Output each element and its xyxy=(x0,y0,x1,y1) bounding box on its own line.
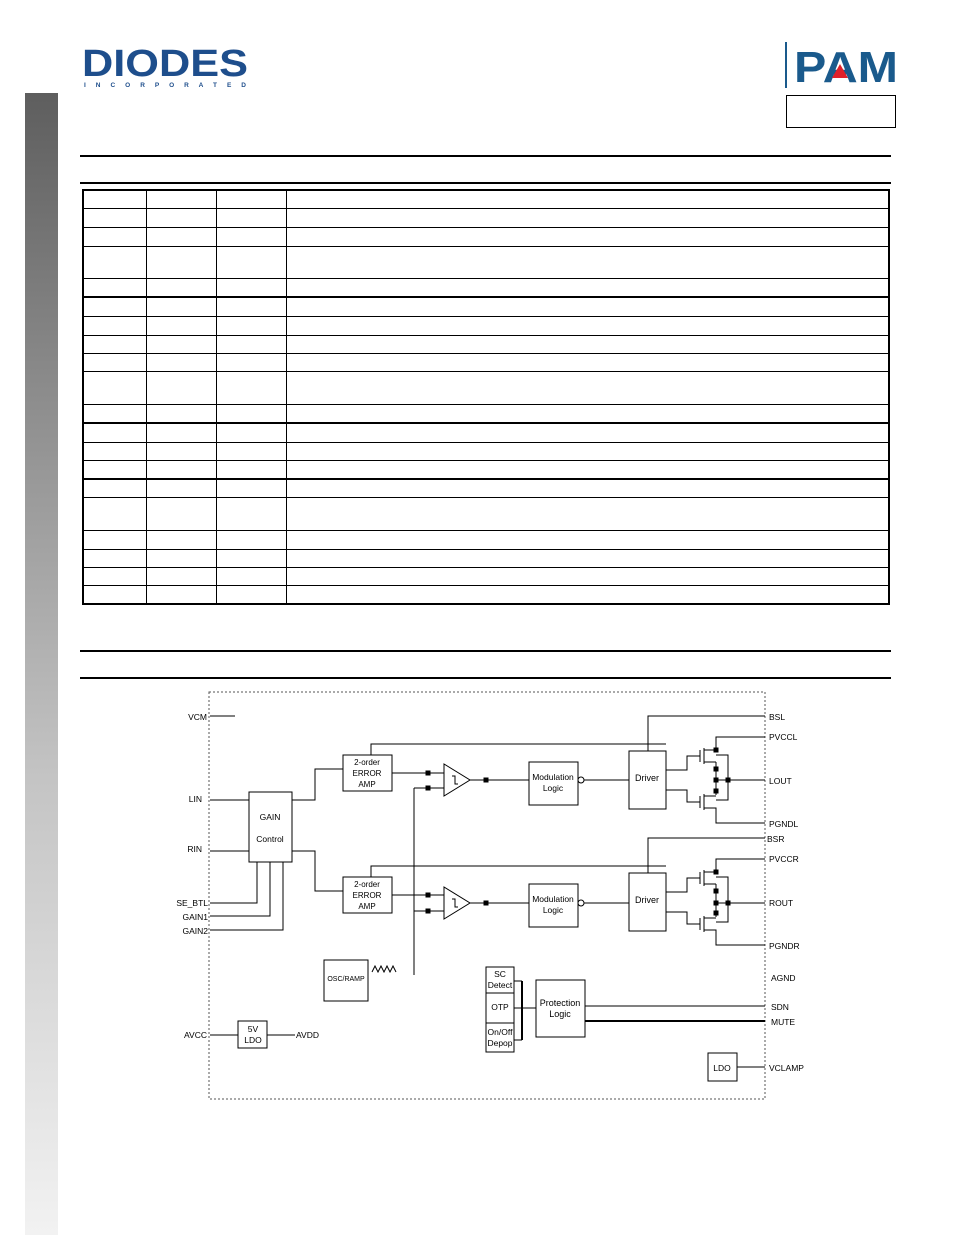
output-stage-left xyxy=(666,736,765,824)
error-amp-left-line3: AMP xyxy=(358,780,375,789)
driver-left-label: Driver xyxy=(635,773,659,783)
pin-pvccr-label: PVCCR xyxy=(769,854,799,864)
modulation-right-line2: Logic xyxy=(543,905,564,915)
side-gradient-bar xyxy=(25,93,58,1235)
pin-pvccl-label: PVCCL xyxy=(769,732,798,742)
table-row xyxy=(82,315,890,336)
table-row xyxy=(82,422,890,443)
ldo-5v-line2: LDO xyxy=(244,1035,262,1045)
ramp-waveform-icon xyxy=(371,964,397,974)
table-row xyxy=(82,459,890,480)
error-amp-right-line1: 2-order xyxy=(354,880,380,889)
pin-bsl-label: BSL xyxy=(769,712,785,722)
table-row xyxy=(82,277,890,298)
protection-logic-line1: Protection xyxy=(540,998,581,1008)
modulation-left-line1: Modulation xyxy=(532,772,574,782)
pin-description-table xyxy=(82,189,890,605)
modulation-right-line1: Modulation xyxy=(532,894,574,904)
table-row xyxy=(82,226,890,247)
table-row xyxy=(82,334,890,354)
error-amp-right-line3: AMP xyxy=(358,902,375,911)
output-stage-right xyxy=(666,858,765,946)
pin-pgndr-label: PGNDR xyxy=(769,941,800,951)
pam-logo-text: PAM xyxy=(794,43,898,90)
diodes-logo: DIODES I N C O R P O R A T E D xyxy=(82,43,248,89)
section-rule-mid-1 xyxy=(80,650,891,652)
modulation-logic-right xyxy=(528,883,579,928)
osc-ramp-label: OSC/RAMP xyxy=(327,976,365,983)
section-rule-top-1 xyxy=(80,155,891,157)
pam-logo: PAM xyxy=(785,42,898,90)
comparator-right xyxy=(425,886,529,920)
avdd-label: AVDD xyxy=(296,1030,319,1040)
comparator-left xyxy=(425,763,529,797)
section-rule-top-2 xyxy=(80,182,891,184)
gain-control-block xyxy=(248,791,293,863)
table-row xyxy=(82,370,890,405)
table-row xyxy=(82,478,890,498)
otp-label: OTP xyxy=(491,1002,509,1012)
sc-detect-line2: Detect xyxy=(488,980,513,990)
table-row xyxy=(82,584,890,605)
chip-boundary xyxy=(208,691,766,1100)
protection-logic-line2: Logic xyxy=(549,1009,571,1019)
pin-agnd-label: AGND xyxy=(771,973,796,983)
pin-vclamp-label: VCLAMP xyxy=(769,1063,804,1073)
ldo-5v-line1: 5V xyxy=(248,1024,259,1034)
depop-line1: On/Off xyxy=(488,1027,514,1037)
ldo-vclamp-label: LDO xyxy=(713,1063,731,1073)
pin-rin-label: RIN xyxy=(187,844,202,854)
pin-rout-label: ROUT xyxy=(769,898,793,908)
pin-se-btl-label: SE_BTL xyxy=(176,898,208,908)
section-rule-mid-2 xyxy=(80,677,891,679)
pin-pgndl-label: PGNDL xyxy=(769,819,799,829)
protection-logic-block xyxy=(535,979,586,1038)
pin-mute-label: MUTE xyxy=(771,1017,795,1027)
modulation-logic-left xyxy=(528,761,579,806)
error-amp-right-line2: ERROR xyxy=(353,891,382,900)
part-number-box xyxy=(786,95,896,128)
pin-lout-label: LOUT xyxy=(769,776,792,786)
sc-detect-line1: SC xyxy=(494,969,506,979)
pin-vcm-label: VCM xyxy=(188,712,207,722)
pin-gain1-label: GAIN1 xyxy=(182,912,208,922)
diodes-logo-text: DIODES xyxy=(82,43,248,85)
depop-line2: Depop xyxy=(487,1038,512,1048)
osc-ramp-block xyxy=(323,959,369,1002)
error-amp-left-line2: ERROR xyxy=(353,769,382,778)
pin-avcc-label: AVCC xyxy=(184,1030,207,1040)
gain-control-label-1: GAIN xyxy=(260,812,281,822)
table-row xyxy=(82,403,890,424)
driver-right-label: Driver xyxy=(635,895,659,905)
pin-lin-label: LIN xyxy=(189,794,202,804)
pin-gain2-label: GAIN2 xyxy=(182,926,208,936)
error-amp-left-line1: 2-order xyxy=(354,758,380,767)
modulation-left-line2: Logic xyxy=(543,783,564,793)
protection-detect-stack xyxy=(485,966,515,1053)
table-row xyxy=(82,441,890,461)
table-row xyxy=(82,566,890,586)
gain-control-label-2: Control xyxy=(256,834,284,844)
pin-bsr-label: BSR xyxy=(767,834,784,844)
pin-sdn-label: SDN xyxy=(771,1002,789,1012)
